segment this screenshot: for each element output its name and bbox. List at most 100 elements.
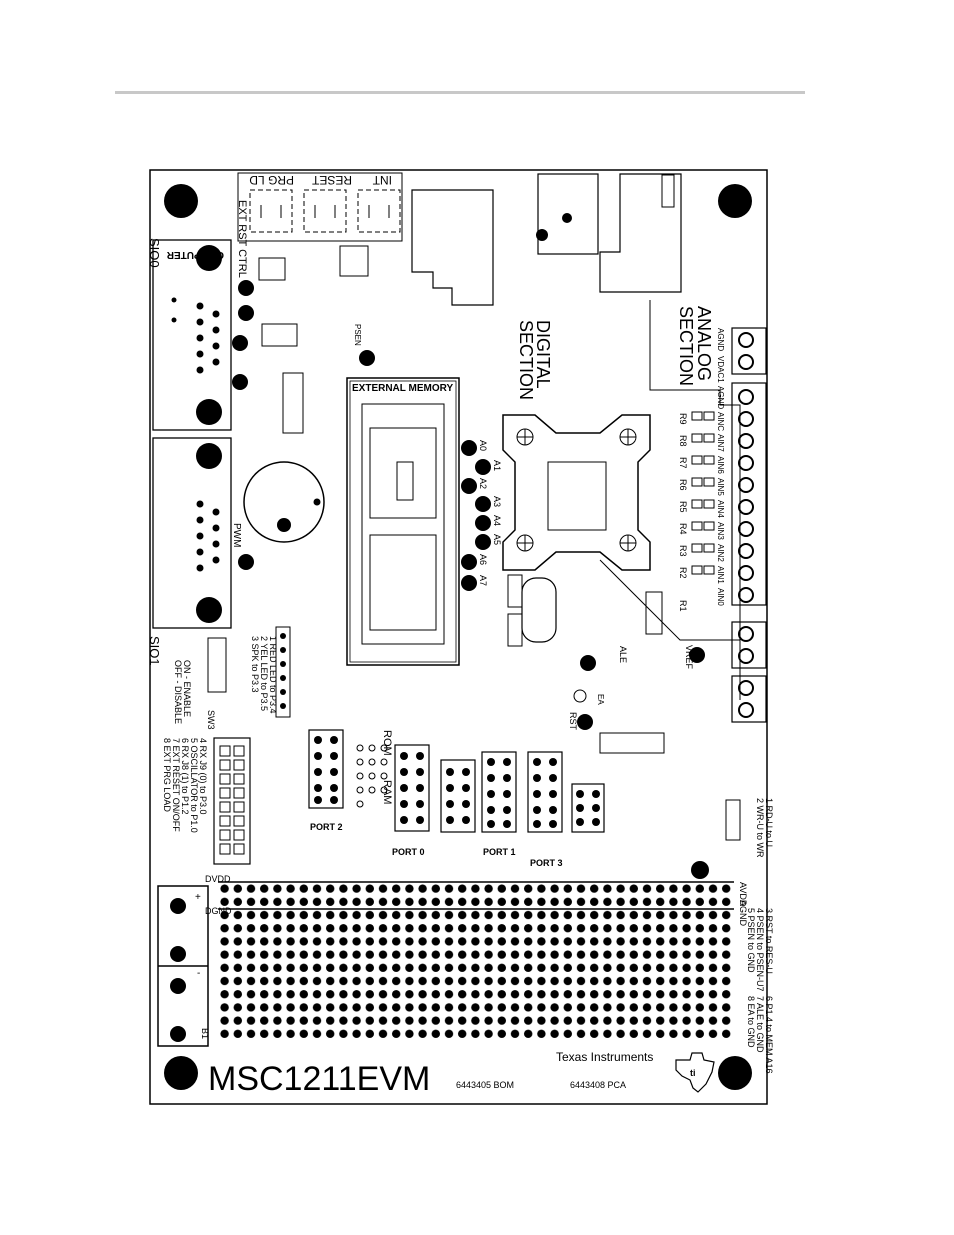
analog-section-line1: ANALOG xyxy=(694,306,714,381)
ea-label: EA xyxy=(596,694,605,705)
rom-label: ROM xyxy=(381,730,393,756)
test-point xyxy=(238,280,254,296)
regulator-u4 xyxy=(411,189,494,306)
resistor-pads xyxy=(691,411,715,575)
test-point-ea xyxy=(573,689,587,703)
test-point-tp1 xyxy=(691,861,709,879)
test-point xyxy=(238,554,254,570)
dvdd-label: DVDD xyxy=(205,874,231,884)
ram-label: RAM xyxy=(381,780,393,804)
sw3-legend-line: 8 EXT PRG LOAD xyxy=(162,738,172,812)
analog-terminal-label: AINC xyxy=(716,412,725,431)
speaker-sp1 xyxy=(243,461,325,543)
digital-section-line2: SECTION xyxy=(516,320,536,400)
bom-label: 6443405 BOM xyxy=(456,1080,514,1090)
external-memory-block xyxy=(346,377,460,666)
test-point xyxy=(238,305,254,321)
right-legend-line: 6 P1.4 to MEM A16 xyxy=(764,996,774,1074)
analog-terminal-label: AIN3 xyxy=(716,522,725,540)
pwm-label: PWM xyxy=(231,523,242,547)
test-point xyxy=(232,374,248,390)
resistor-label: R6 xyxy=(678,479,688,491)
terminal-block-j11 xyxy=(731,327,767,375)
power-terminal-b1 xyxy=(157,885,209,1047)
psen-label: PSEN xyxy=(353,324,362,346)
int-label: INT xyxy=(372,173,392,187)
analog-terminal-label: AGND xyxy=(716,386,725,409)
sio1-label: SIO1 xyxy=(147,636,162,666)
serial-connector-j8 xyxy=(152,437,232,629)
plus-label: + xyxy=(195,892,201,903)
test-point-vref xyxy=(689,647,705,663)
sw3-off-label: OFF - DISABLE xyxy=(173,660,183,724)
resistor-label: R5 xyxy=(678,501,688,513)
port-label: PORT 3 xyxy=(530,858,563,868)
u16-legend-line: 1 RED LED to P3.4 xyxy=(268,636,278,714)
analog-boundary xyxy=(649,300,741,700)
analog-section-line2: SECTION xyxy=(676,306,696,386)
analog-terminal-label: AIN0 xyxy=(716,588,725,606)
prototype-area xyxy=(218,882,734,1042)
analog-terminal-label: AIN7 xyxy=(716,434,725,452)
right-legend-line: 5 PSEN to GND xyxy=(746,908,756,973)
ic-u7 xyxy=(258,257,286,281)
terminal-block-j5 xyxy=(731,675,767,723)
header-j14 xyxy=(213,737,251,865)
sw3-on-label: ON - ENABLE xyxy=(182,660,192,717)
terminal-block-j10 xyxy=(731,621,767,669)
rom-ram-jumpers xyxy=(356,744,388,808)
rst-label: RST xyxy=(568,712,578,731)
external-memory-label: EXTERNAL MEMORY xyxy=(352,383,453,394)
header-port0 xyxy=(394,744,430,832)
test-point-a5: A5 xyxy=(492,534,502,545)
right-legend-line: 8 EA to GND xyxy=(746,996,756,1048)
sw3-legend-line: 5 OSCILLATOR to P1.0 xyxy=(189,738,199,833)
test-point-a4: A4 xyxy=(492,515,502,526)
header-port1 xyxy=(481,751,517,833)
capacitor-c9 xyxy=(507,613,523,647)
analog-terminal-label: AIN5 xyxy=(716,478,725,496)
test-point-a6: A6 xyxy=(478,554,488,565)
right-legend-line: 2 WR-U to WR xyxy=(755,798,765,858)
brand-label: Texas Instruments xyxy=(556,1050,653,1064)
analog-terminal-label: AIN6 xyxy=(716,456,725,474)
vref-label: VREF xyxy=(684,645,694,670)
analog-terminal-label: VDAC1 xyxy=(716,356,725,383)
switch-sw3 xyxy=(207,637,227,693)
b1-label: B1 xyxy=(200,1028,210,1039)
u16-legend-line: 3 SPK to P3.3 xyxy=(250,636,260,693)
prg-ld-label: PRG LD xyxy=(249,173,294,187)
switch-sw5 xyxy=(599,732,665,754)
ic-u12 xyxy=(282,372,304,434)
terminal-block-j4 xyxy=(731,382,767,606)
digital-section-line1: DIGITAL xyxy=(533,320,553,389)
sio0-label: SIO0 xyxy=(147,238,162,268)
header-j12 xyxy=(440,759,476,833)
test-point-a0: A0 xyxy=(478,440,488,451)
crystal-x1 xyxy=(521,577,557,643)
right-legend-line: 7 ALE to GND xyxy=(755,996,765,1053)
agnd-label: AGND xyxy=(738,900,748,927)
port-label: PORT 2 xyxy=(310,822,343,832)
ext-rst-ctrl-label: EXT RST CTRL xyxy=(236,200,248,278)
resistor-label: R8 xyxy=(678,435,688,447)
switch-block xyxy=(237,172,403,242)
analog-terminal-label: AIN1 xyxy=(716,566,725,584)
test-point-a2: A2 xyxy=(478,478,488,489)
mounting-hole xyxy=(718,184,752,218)
ale-label: ALE xyxy=(618,646,628,663)
resistor-r20 xyxy=(645,591,663,635)
header-rule xyxy=(115,91,805,94)
test-point-rst xyxy=(577,714,593,730)
analog-terminal-label: AIN4 xyxy=(716,500,725,518)
right-legend-line: 3 RST to RES-U xyxy=(764,908,774,974)
address-test-points xyxy=(461,440,491,591)
test-point xyxy=(232,335,248,351)
test-point-a1: A1 xyxy=(492,460,502,471)
mounting-hole xyxy=(718,1056,752,1090)
header-j15 xyxy=(275,626,291,718)
port-label: PORT 1 xyxy=(483,847,516,857)
sw3-title: SW3 xyxy=(206,710,216,730)
serial-connector-j9 xyxy=(152,239,232,431)
resistor-label: R9 xyxy=(678,413,688,425)
